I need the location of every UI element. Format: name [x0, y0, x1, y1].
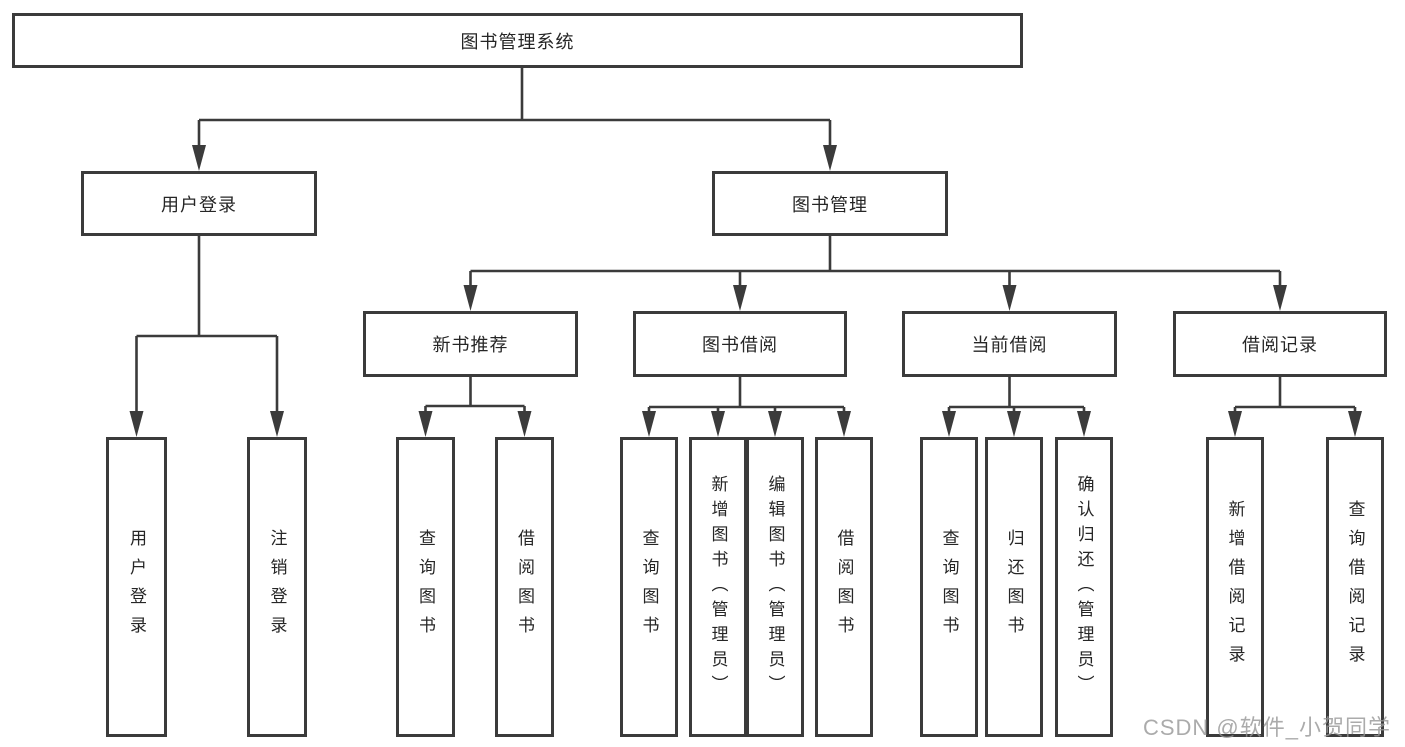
- leaf-borrow-edit-books-label: 编辑图书（管理员）: [765, 474, 785, 700]
- leaf-recommend-borrow-books-label: 借阅图书: [515, 529, 534, 645]
- connector-borrow-records-to-leaves: [1228, 377, 1362, 437]
- node-root-label: 图书管理系统: [460, 31, 575, 52]
- node-new-book-recommend-label: 新书推荐: [432, 335, 509, 355]
- node-current-borrow: 当前借阅: [902, 311, 1117, 377]
- node-book-management: 图书管理: [712, 171, 948, 236]
- node-current-borrow-label: 当前借阅: [971, 335, 1048, 355]
- leaf-current-return-books-label: 归还图书: [1004, 529, 1024, 645]
- leaf-records-query-record-label: 查询借阅记录: [1345, 500, 1365, 674]
- leaf-current-confirm-return-label: 确认归还（管理员）: [1074, 474, 1094, 700]
- leaf-records-add-record-label: 新增借阅记录: [1225, 500, 1245, 674]
- node-book-borrow: 图书借阅: [633, 311, 847, 377]
- watermark: CSDN @软件_小贺同学: [1142, 715, 1391, 740]
- leaf-recommend-query-books: 查询图书: [396, 437, 455, 737]
- node-borrow-records-label: 借阅记录: [1242, 335, 1318, 355]
- connector-book-borrow-to-leaves: [642, 377, 851, 437]
- leaf-recommend-query-books-label: 查询图书: [416, 529, 435, 645]
- node-book-borrow-label: 图书借阅: [702, 335, 778, 355]
- node-user-login-label: 用户登录: [161, 194, 237, 215]
- node-user-login: 用户登录: [81, 171, 317, 236]
- node-book-management-label: 图书管理: [792, 194, 868, 215]
- leaf-current-query-books: 查询图书: [920, 437, 978, 737]
- leaf-logout-label: 注销登录: [267, 529, 287, 645]
- connector-current-borrow-to-leaves: [942, 377, 1091, 437]
- leaf-current-return-books: 归还图书: [985, 437, 1043, 737]
- leaf-user-login-label: 用户登录: [127, 529, 146, 645]
- connector-user-login-to-leaves: [129, 236, 284, 437]
- leaf-borrow-add-books: 新增图书（管理员）: [689, 437, 747, 737]
- leaf-current-confirm-return: 确认归还（管理员）: [1055, 437, 1113, 737]
- leaf-records-add-record: 新增借阅记录: [1206, 437, 1264, 737]
- leaf-records-query-record: 查询借阅记录: [1326, 437, 1384, 737]
- leaf-borrow-query-books: 查询图书: [620, 437, 678, 737]
- node-new-book-recommend: 新书推荐: [363, 311, 578, 377]
- leaf-borrow-borrow-books-label: 借阅图书: [834, 529, 854, 645]
- connector-new-book-recommend-to-leaves: [418, 377, 532, 437]
- leaf-borrow-query-books-label: 查询图书: [639, 529, 659, 645]
- leaf-user-login: 用户登录: [106, 437, 167, 737]
- node-root: 图书管理系统: [12, 13, 1023, 68]
- leaf-current-query-books-label: 查询图书: [939, 529, 959, 645]
- connector-book-management-to-level3: [463, 236, 1287, 311]
- leaf-borrow-borrow-books: 借阅图书: [815, 437, 873, 737]
- leaf-recommend-borrow-books: 借阅图书: [495, 437, 554, 737]
- leaf-logout: 注销登录: [247, 437, 307, 737]
- leaf-borrow-add-books-label: 新增图书（管理员）: [708, 474, 728, 700]
- leaf-borrow-edit-books: 编辑图书（管理员）: [746, 437, 804, 737]
- connector-root-to-level2: [192, 68, 837, 171]
- node-borrow-records: 借阅记录: [1173, 311, 1387, 377]
